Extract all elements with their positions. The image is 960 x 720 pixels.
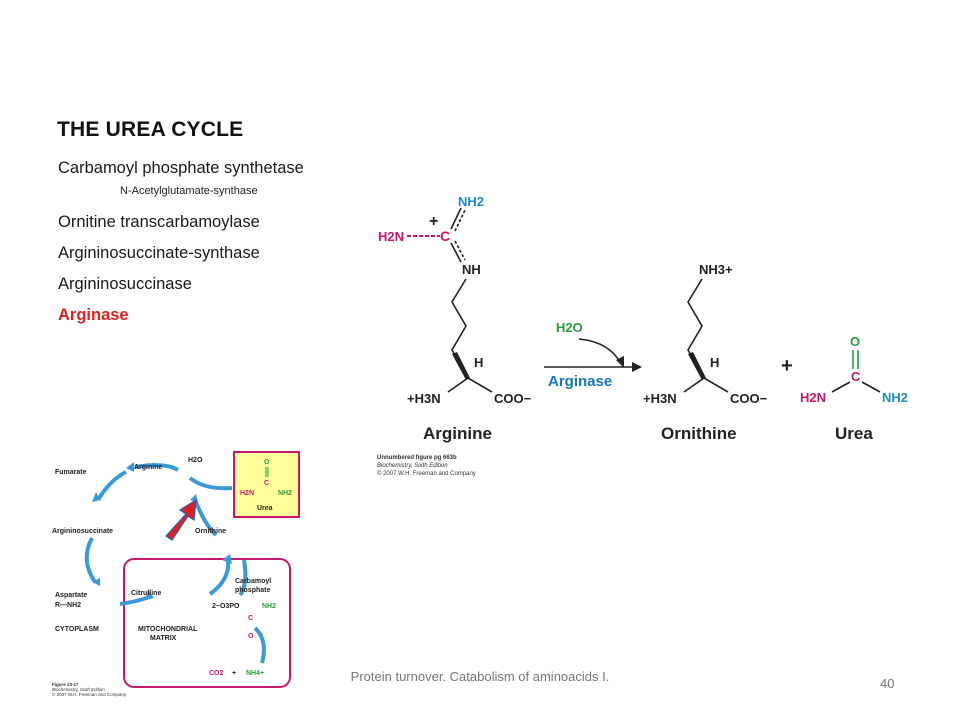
urea-box xyxy=(233,451,300,518)
cycle-water: H2O xyxy=(188,457,203,464)
urea-h2n: H2N xyxy=(800,390,826,405)
ornithine-coo: COO− xyxy=(730,391,768,406)
urea-c: C xyxy=(851,369,861,384)
enzyme-item: Argininosuccinase xyxy=(58,275,192,293)
reaction-arrowhead xyxy=(632,362,642,372)
enzyme-item: Ornitine transcarbamoylase xyxy=(58,213,260,231)
cycle-ornithine: Ornithine xyxy=(195,528,226,535)
cycle-nh4: NH4+ xyxy=(246,670,264,677)
ornithine-h3n: +H3N xyxy=(643,391,677,406)
arginine-bond xyxy=(467,377,493,393)
reaction-plus: + xyxy=(781,355,793,377)
arginine-name: Arginine xyxy=(423,424,492,443)
arginine-bond xyxy=(450,207,462,230)
cycle-carbamoyl: Carbamoyl xyxy=(235,578,271,585)
cycle-aspartate: Aspartate xyxy=(55,592,87,599)
arginine-h2n: H2N xyxy=(378,229,404,244)
urea-bond xyxy=(861,381,881,393)
cycle-argininosuccinate: Argininosuccinate xyxy=(52,528,113,535)
reaction-caption: © 2007 W.H. Freeman and Company xyxy=(377,470,476,477)
ornithine-wedge xyxy=(688,352,706,380)
enzyme-item: Carbamoyl phosphate synthetase xyxy=(58,159,304,177)
highlight-arrow xyxy=(165,498,197,541)
water-arrowhead xyxy=(616,356,624,368)
mitochondrial-matrix-box xyxy=(123,558,291,688)
reaction-enzyme: Arginase xyxy=(548,373,612,390)
reaction-water: H2O xyxy=(556,320,583,335)
urea-box-label: Urea xyxy=(257,505,273,512)
enzyme-item-highlighted: Arginase xyxy=(58,306,129,324)
enzyme-subitem: N-Acetylglutamate-synthase xyxy=(120,185,258,197)
slide-footer: Protein turnover. Catabolism of aminoaci… xyxy=(350,669,610,684)
cycle-caption: © 2007 W.H. Freeman and Company xyxy=(52,691,127,697)
slide-title: THE UREA CYCLE xyxy=(57,118,244,141)
arginine-c: C xyxy=(440,228,450,244)
reaction-caption: Unnumbered figure pg 663b xyxy=(377,455,457,461)
cycle-citrulline: Citrulline xyxy=(131,590,161,597)
page-number: 40 xyxy=(880,676,895,691)
arginine-bond xyxy=(454,209,466,232)
cycle-arginine: Arginine xyxy=(134,464,162,471)
ornithine-name: Ornithine xyxy=(661,424,737,443)
cycle-aspartate-formula: R—NH2 xyxy=(55,602,81,609)
enzyme-list: Carbamoyl phosphate synthetase N-Acetylg… xyxy=(58,158,304,336)
ornithine-bond xyxy=(703,377,729,393)
cycle-caption: Figure 23-17 xyxy=(52,682,79,687)
cycle-o: O xyxy=(248,633,254,640)
arginine-nh2-top: NH2 xyxy=(458,194,484,209)
arginine-h3n: +H3N xyxy=(407,391,441,406)
cycle-caption: Biochemistry, Sixth Edition xyxy=(52,687,105,692)
arginine-wedge xyxy=(452,352,470,380)
urea-box-o: O xyxy=(264,459,270,466)
arginine-h: H xyxy=(474,355,483,370)
reaction-caption: Biochemistry, Sixth Edition xyxy=(377,463,448,469)
urea-name: Urea xyxy=(835,424,873,443)
enzyme-item: Argininosuccinate-synthase xyxy=(58,244,260,262)
cycle-plus: + xyxy=(232,670,236,677)
cycle-matrix: MITOCHONDRIAL xyxy=(138,626,198,633)
ornithine-h: H xyxy=(710,355,719,370)
urea-o: O xyxy=(850,334,860,349)
urea-box-nh2: NH2 xyxy=(278,490,292,497)
urea-box-h2n: H2N xyxy=(240,490,254,497)
cycle-carbamoyl: phosphate xyxy=(235,587,270,594)
arginine-bond xyxy=(450,242,462,263)
cycle-matrix: MATRIX xyxy=(150,635,177,642)
cycle-cytoplasm: CYTOPLASM xyxy=(55,626,99,633)
cycle-c: C xyxy=(248,615,253,622)
arginine-plus: + xyxy=(429,213,438,230)
urea-nh2: NH2 xyxy=(882,390,908,405)
ornithine-nh3: NH3+ xyxy=(699,262,733,277)
arginine-coo: COO− xyxy=(494,391,532,406)
arginine-bond xyxy=(447,377,469,393)
ornithine-bond xyxy=(683,377,705,393)
urea-box-c: C xyxy=(264,480,269,487)
cycle-fumarate: Fumarate xyxy=(55,469,87,476)
cycle-nh2: NH2 xyxy=(262,603,276,610)
arginine-nh: NH xyxy=(462,262,481,277)
arginine-bond xyxy=(454,240,466,261)
cycle-phosphate: 2−O3PO xyxy=(212,603,240,610)
urea-bond xyxy=(831,381,851,393)
cycle-co2: CO2 xyxy=(209,670,224,677)
